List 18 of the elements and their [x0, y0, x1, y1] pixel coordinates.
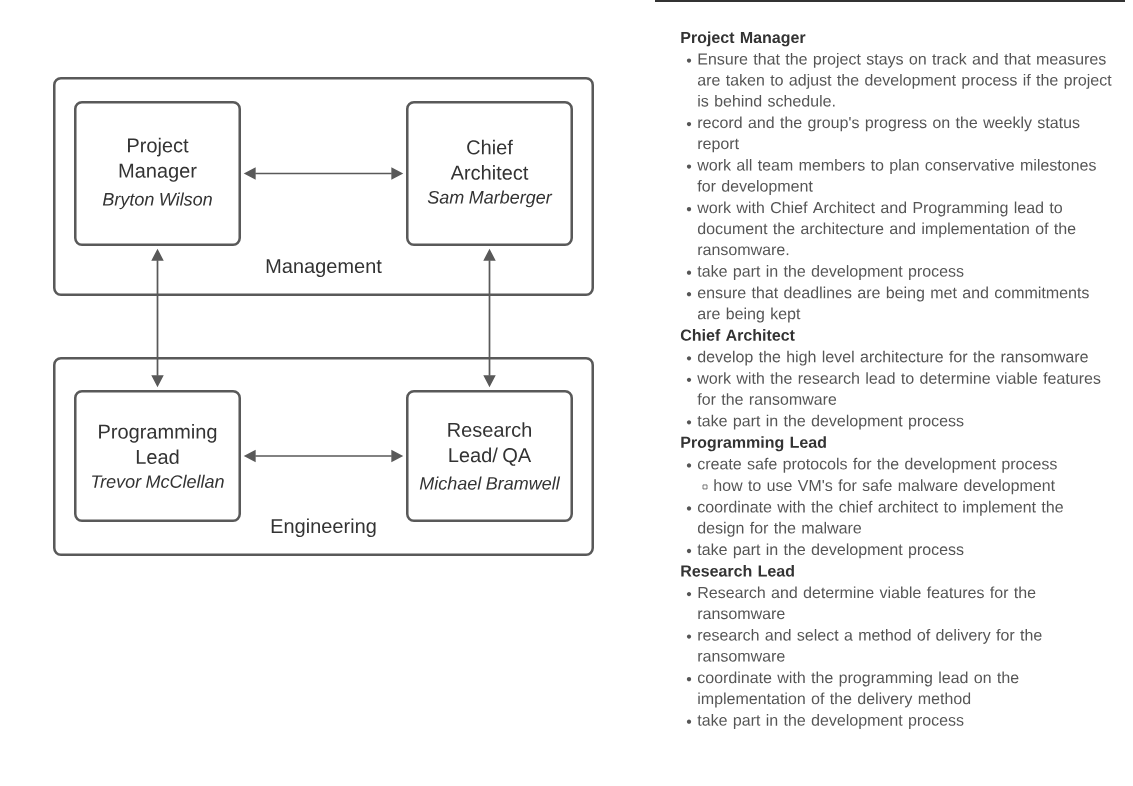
list-item: take part in the development process	[697, 543, 964, 559]
role-box: Research Lead/ QA Michael Bramwell	[406, 390, 573, 522]
role-box: Project Manager Bryton Wilson	[74, 101, 241, 246]
list-item: work with Chief Architect and Programming lead to document the architecture and implementation of the ransomware.	[697, 201, 1076, 256]
role-box: Programming Lead Trevor McClellan	[74, 390, 241, 522]
list-item: take part in the development process	[697, 265, 964, 280]
list-item: how to use VM's for safe malware development	[714, 479, 1055, 495]
list-item: take part in the development process	[697, 414, 964, 430]
role-box: Chief Architect Sam Marberger	[406, 101, 573, 246]
list-item: create safe protocols for the development process	[697, 457, 1057, 473]
list-item: take part in the development process	[697, 714, 964, 729]
section-heading: Research Lead	[681, 564, 794, 577]
list-item: develop the high level architecture for the ransomware	[697, 350, 1088, 366]
section-heading: Programming Lead	[681, 436, 826, 452]
list-item: Ensure that the project stays on track and that measures are taken to adjust the development process if the project is behind schedule.	[697, 52, 1112, 107]
section-heading: Project Manager	[681, 31, 806, 47]
list-item: ensure that deadlines are being met and commitments are being kept	[697, 286, 1089, 323]
section-heading: Chief Architect	[680, 329, 795, 341]
